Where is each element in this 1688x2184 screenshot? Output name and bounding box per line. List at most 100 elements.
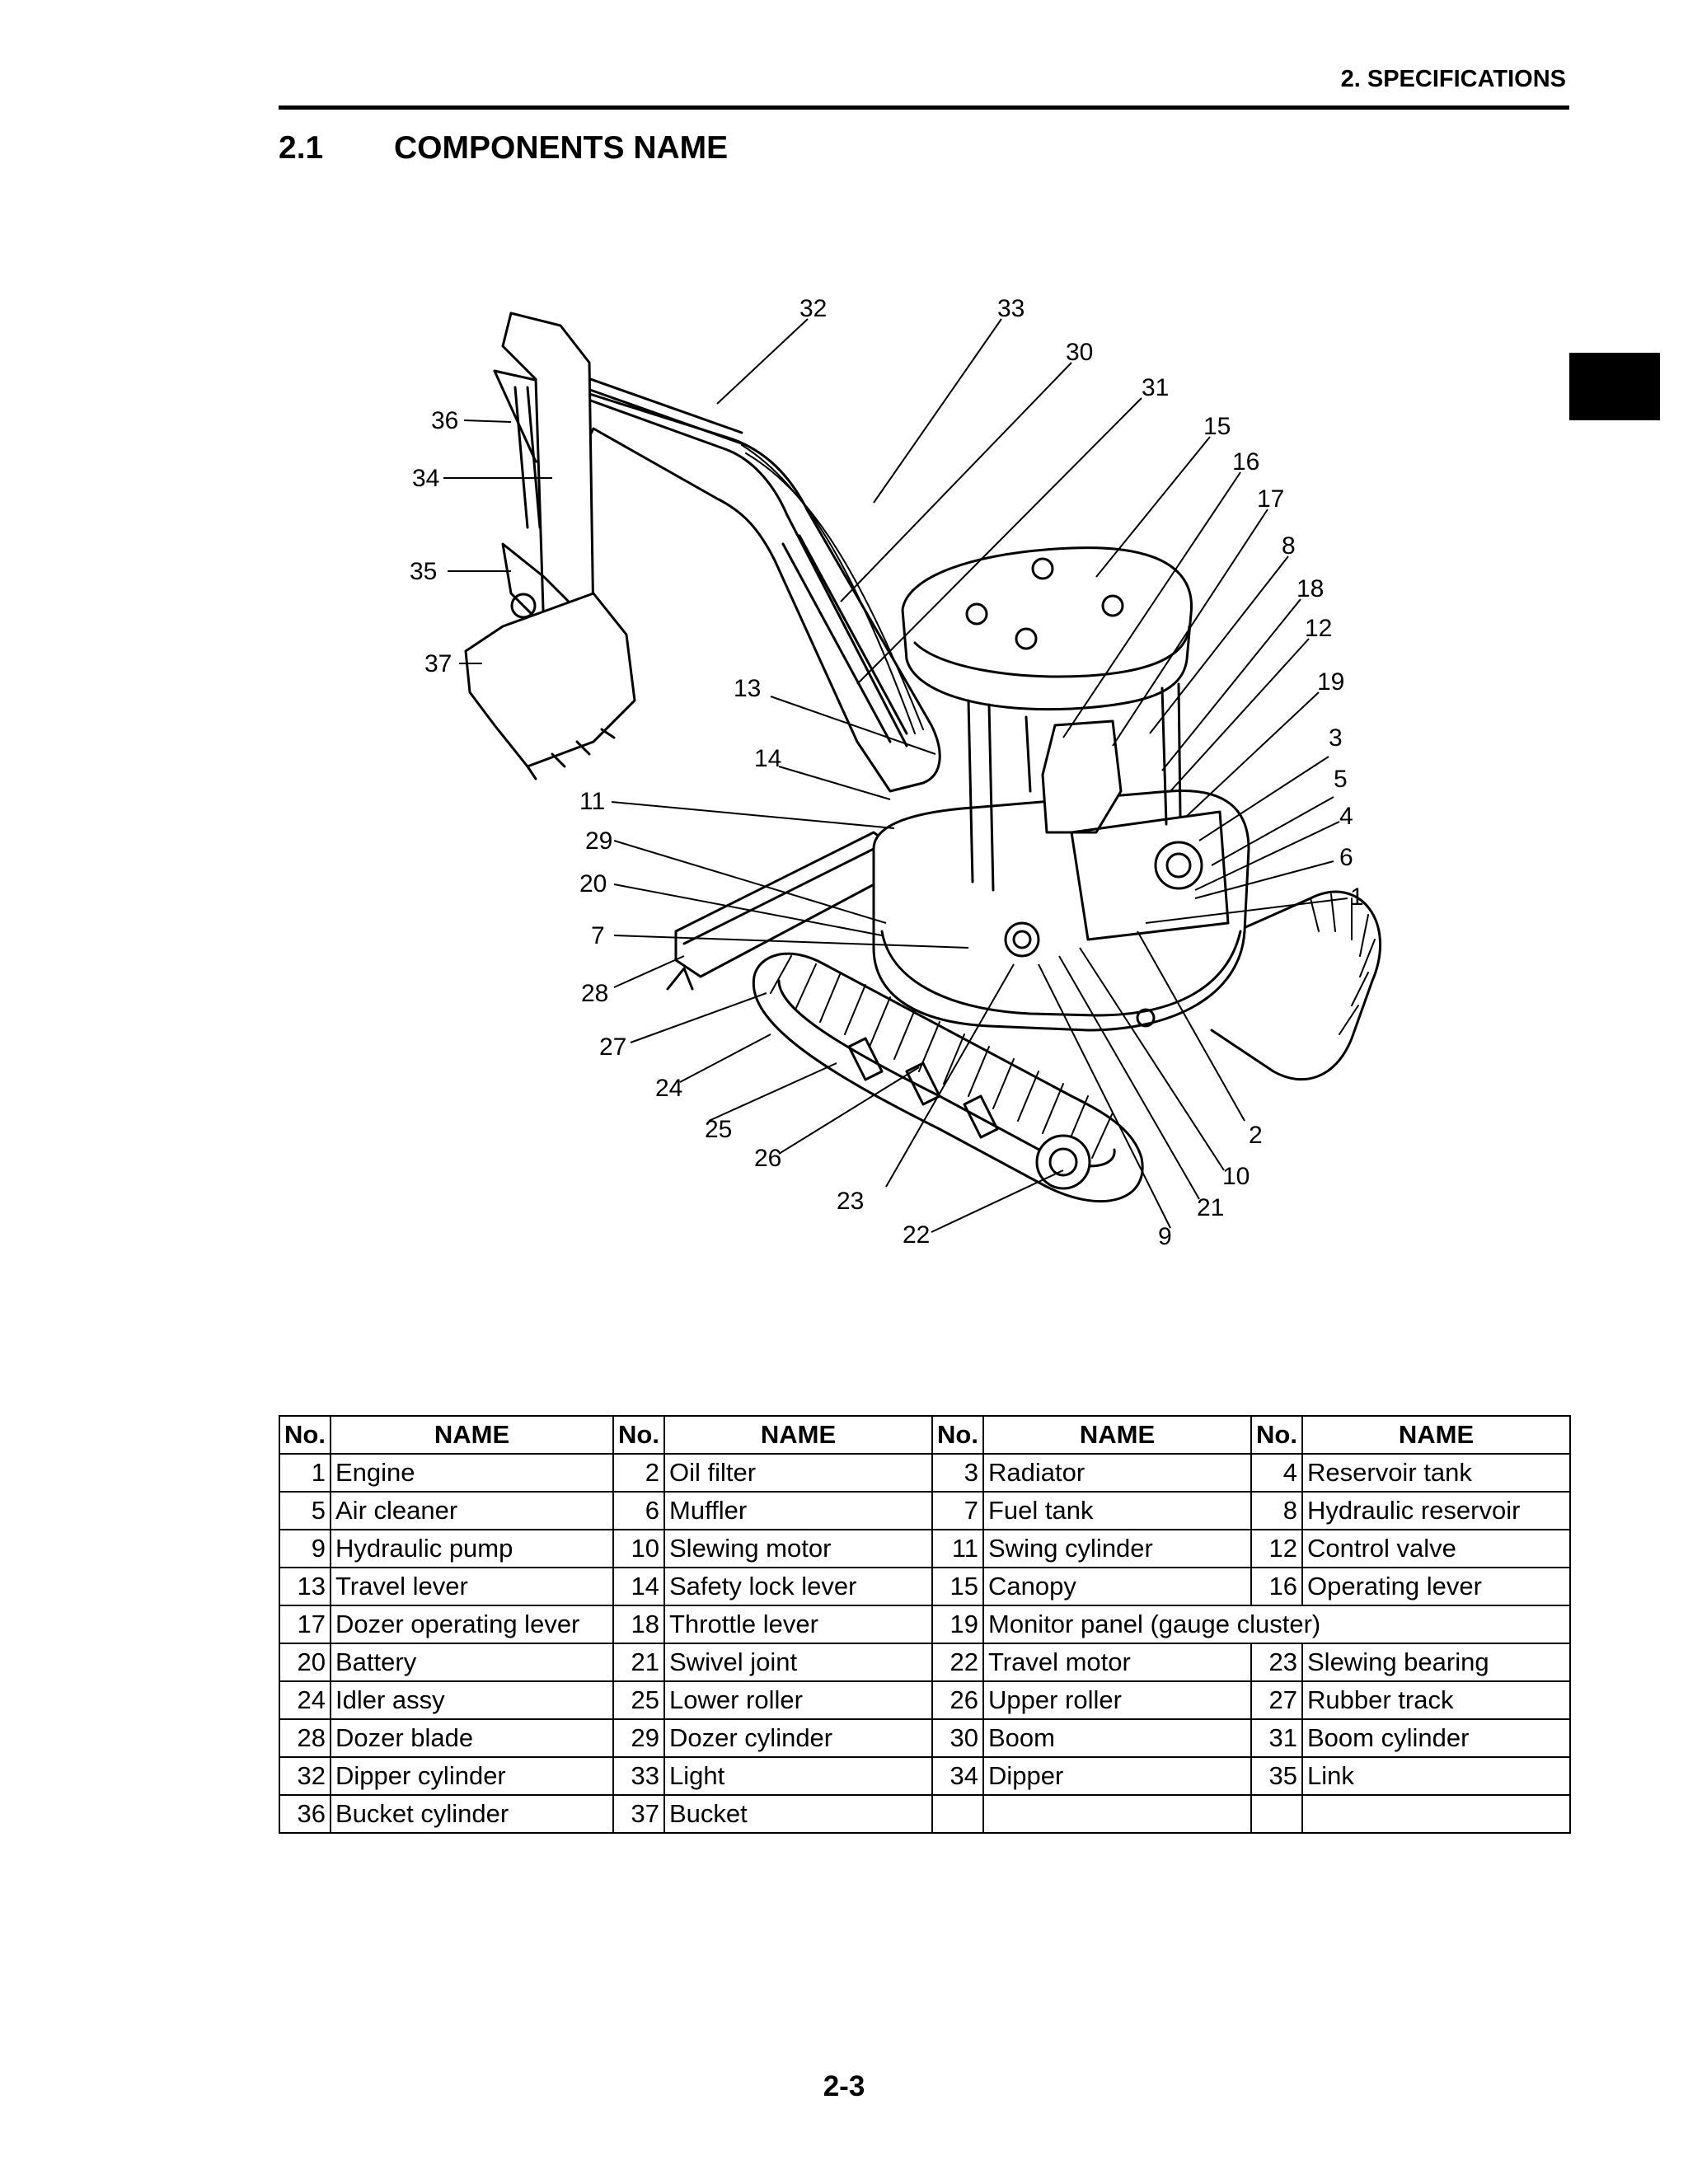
callout-32: 32 [799, 295, 827, 322]
item-name: Bucket [663, 1794, 933, 1834]
item-name: Air cleaner [330, 1491, 614, 1530]
callout-7: 7 [591, 922, 605, 949]
callout-30: 30 [1066, 339, 1093, 366]
item-name: Link [1301, 1756, 1571, 1796]
item-name: Dipper [982, 1756, 1252, 1796]
callout-14: 14 [754, 745, 781, 772]
callout-31: 31 [1142, 374, 1169, 401]
item-name: Dozer operating lever [330, 1605, 614, 1644]
item-name: Swing cylinder [982, 1529, 1252, 1568]
item-name: Boom cylinder [1301, 1718, 1571, 1758]
item-number: 18 [612, 1605, 665, 1644]
callout-15: 15 [1203, 413, 1231, 440]
item-name: Travel lever [330, 1567, 614, 1606]
item-name: Hydraulic pump [330, 1529, 614, 1568]
header-name: NAME [330, 1415, 614, 1455]
item-number: 21 [612, 1643, 665, 1682]
callout-1: 1 [1350, 883, 1364, 911]
item-number: 35 [1250, 1756, 1303, 1796]
callout-37: 37 [424, 650, 452, 677]
item-number: 11 [931, 1529, 984, 1568]
item-name: Canopy [982, 1567, 1252, 1606]
item-number: 17 [279, 1605, 331, 1644]
item-number: 7 [931, 1491, 984, 1530]
travel-motor-hub [1035, 1134, 1091, 1190]
dozer-blade-edge [666, 967, 694, 991]
item-number: 32 [279, 1756, 331, 1796]
section-number: 2.1 [279, 130, 324, 166]
header-rule [279, 105, 1569, 110]
item-name: Upper roller [982, 1680, 1252, 1720]
callout-10: 10 [1222, 1163, 1250, 1190]
item-number: 14 [612, 1567, 665, 1606]
counterweight-lamp [1136, 1008, 1156, 1028]
item-number: 3 [931, 1453, 984, 1493]
table-row: 9 Hydraulic pump 10 Slewing motor 11 Swi… [279, 1529, 1571, 1568]
callout-17: 17 [1257, 485, 1284, 513]
callout-28: 28 [581, 980, 608, 1007]
item-name: Engine [330, 1453, 614, 1493]
canopy-roof [901, 546, 1193, 711]
components-table: No. NAME No. NAME No. NAME No. NAME 1 En… [279, 1415, 1571, 1834]
header-name: NAME [982, 1415, 1252, 1455]
item-name: Reservoir tank [1301, 1453, 1571, 1493]
item-number: 30 [931, 1718, 984, 1758]
item-name: Light [663, 1756, 933, 1796]
item-number: 19 [931, 1605, 984, 1644]
boom-cylinder [781, 534, 908, 743]
callout-22: 22 [903, 1221, 930, 1249]
item-number: 9 [279, 1529, 331, 1568]
item-name: Radiator [982, 1453, 1252, 1493]
item-number: 36 [279, 1794, 331, 1834]
callout-6: 6 [1339, 844, 1353, 871]
item-name: Hydraulic reservoir [1301, 1491, 1571, 1530]
item-number: 4 [1250, 1453, 1303, 1493]
header-name: NAME [663, 1415, 933, 1455]
item-number: 8 [1250, 1491, 1303, 1530]
item-number: 15 [931, 1567, 984, 1606]
item-number: 6 [612, 1491, 665, 1530]
canopy-post-mid [1025, 715, 1032, 793]
callout-9: 9 [1158, 1223, 1172, 1250]
callout-26: 26 [754, 1145, 781, 1172]
item-number: 25 [612, 1680, 665, 1720]
callout-12: 12 [1305, 615, 1332, 642]
item-name: Dipper cylinder [330, 1756, 614, 1796]
callout-16: 16 [1232, 448, 1259, 476]
item-name: Throttle lever [663, 1605, 933, 1644]
item-name: Boom [982, 1718, 1252, 1758]
callout-13: 13 [734, 675, 761, 702]
callout-23: 23 [837, 1188, 864, 1215]
table-header-row: No. NAME No. NAME No. NAME No. NAME [279, 1415, 1571, 1455]
excavator-drawing [464, 312, 1381, 1203]
item-name: Safety lock lever [663, 1567, 933, 1606]
item-number: 24 [279, 1680, 331, 1720]
item-name: Idler assy [330, 1680, 614, 1720]
item-number: 10 [612, 1529, 665, 1568]
item-number [1250, 1794, 1303, 1834]
header-no: No. [1250, 1415, 1303, 1455]
callout-8: 8 [1282, 532, 1296, 560]
item-name: Oil filter [663, 1453, 933, 1493]
item-name: Rubber track [1301, 1680, 1571, 1720]
table-row: 13 Travel lever 14 Safety lock lever 15 … [279, 1567, 1571, 1606]
callout-34: 34 [412, 465, 439, 492]
bucket [464, 592, 636, 768]
callout-24: 24 [655, 1075, 682, 1102]
crawler-left-inner [777, 979, 1116, 1168]
item-name: Operating lever [1301, 1567, 1571, 1606]
item-number: 23 [1250, 1643, 1303, 1682]
item-name: Travel motor [982, 1643, 1252, 1682]
item-name: Slewing bearing [1301, 1643, 1571, 1682]
callout-18: 18 [1296, 575, 1324, 602]
table-row: 36 Bucket cylinder 37 Bucket [279, 1794, 1571, 1834]
callout-35: 35 [410, 558, 437, 585]
callout-labels: 32 33 30 31 15 16 17 8 18 12 19 3 5 4 6 … [410, 295, 1364, 1250]
canopy-post-front [967, 699, 995, 892]
callout-4: 4 [1339, 803, 1353, 830]
page-number: 2-3 [823, 2070, 865, 2102]
table-row: 28 Dozer blade 29 Dozer cylinder 30 Boom… [279, 1718, 1571, 1758]
item-name: Battery [330, 1643, 614, 1682]
header-no: No. [612, 1415, 665, 1455]
item-number: 31 [1250, 1718, 1303, 1758]
